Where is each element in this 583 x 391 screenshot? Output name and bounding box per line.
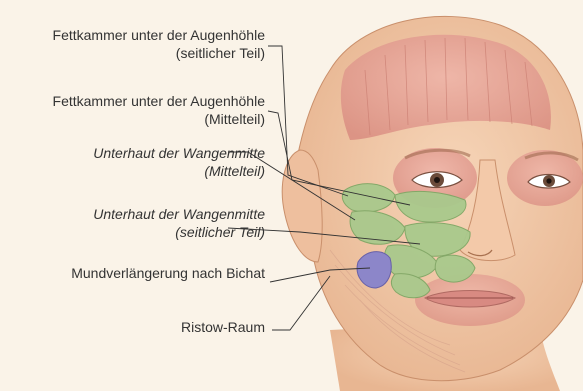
label-line: (seitlicher Teil)	[53, 44, 265, 62]
label-bichat-extension: Mundverlängerung nach Bichat	[71, 264, 265, 282]
label-line: (Mittelteil)	[93, 162, 265, 180]
label-ristow-space: Ristow-Raum	[181, 318, 265, 336]
label-line: Unterhaut der Wangenmitte	[93, 144, 265, 162]
label-line: Fettkammer unter der Augenhöhle	[53, 92, 265, 110]
label-line: Fettkammer unter der Augenhöhle	[53, 26, 265, 44]
ear	[282, 150, 322, 262]
label-suborbital-fat-lateral: Fettkammer unter der Augenhöhle (seitlic…	[53, 26, 265, 62]
label-line: (seitlicher Teil)	[93, 223, 265, 241]
label-suborbital-fat-medial: Fettkammer unter der Augenhöhle (Mittelt…	[53, 92, 265, 128]
label-line: Mundverlängerung nach Bichat	[71, 264, 265, 282]
label-subcutaneous-cheek-medial: Unterhaut der Wangenmitte (Mittelteil)	[93, 144, 265, 180]
label-subcutaneous-cheek-lateral: Unterhaut der Wangenmitte (seitlicher Te…	[93, 205, 265, 241]
label-line: (Mittelteil)	[53, 110, 265, 128]
label-line: Ristow-Raum	[181, 318, 265, 336]
label-line: Unterhaut der Wangenmitte	[93, 205, 265, 223]
